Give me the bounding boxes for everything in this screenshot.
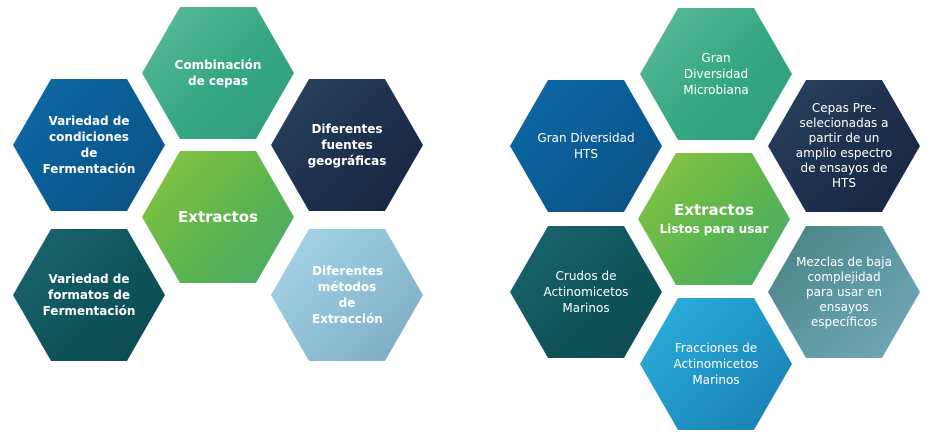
hex-label: Crudos de Actinomicetos Marinos — [543, 269, 629, 315]
center-subtitle: Listos para usar — [659, 222, 769, 236]
hex-label: Cepas Pre-selecionadas a partir de un am… — [795, 101, 893, 190]
hex-metodos-extraccion: Diferentes métodos de Extracción — [271, 229, 423, 361]
hex-label: Variedad de formatos de Fermentación — [42, 272, 136, 318]
hex-extractos-listos-center: Extractos Listos para usar — [638, 153, 790, 285]
hex-variedad-condiciones: Variedad de condiciones de Fermentación — [13, 79, 165, 211]
hex-label: Gran Diversidad Microbiana — [683, 51, 749, 97]
hex-label: Gran Diversidad HTS — [537, 131, 635, 161]
hex-fuentes-geograficas: Diferentes fuentes geográficas — [271, 79, 423, 211]
hex-label: Variedad de condiciones de Fermentación — [42, 114, 136, 176]
hex-variedad-formatos: Variedad de formatos de Fermentación — [13, 229, 165, 361]
hex-fracciones-actinomicetos: Fracciones de Actinomicetos Marinos — [640, 298, 792, 430]
hex-label: Diferentes métodos de Extracción — [312, 264, 384, 326]
hex-label: Diferentes fuentes geográficas — [307, 122, 387, 168]
center-title: Extractos — [674, 201, 754, 219]
hex-extractos-center: Extractos — [142, 151, 294, 283]
hex-gran-diversidad-hts: Gran Diversidad HTS — [510, 80, 662, 212]
hex-combinacion-de-cepas: Combinación de cepas — [142, 7, 294, 139]
hex-label: Mezclas de baja complejidad para usar en… — [796, 254, 892, 329]
hex-gran-diversidad-microbiana: Gran Diversidad Microbiana — [640, 8, 792, 140]
hex-mezclas-baja-complejidad: Mezclas de baja complejidad para usar en… — [768, 226, 920, 358]
center-title: Extractos — [178, 208, 258, 226]
hex-label: Fracciones de Actinomicetos Marinos — [673, 341, 759, 387]
hex-label: Combinación de cepas — [174, 58, 262, 88]
hex-cepas-preseleccionadas: Cepas Pre-selecionadas a partir de un am… — [768, 80, 920, 212]
hex-crudos-actinomicetos: Crudos de Actinomicetos Marinos — [510, 226, 662, 358]
